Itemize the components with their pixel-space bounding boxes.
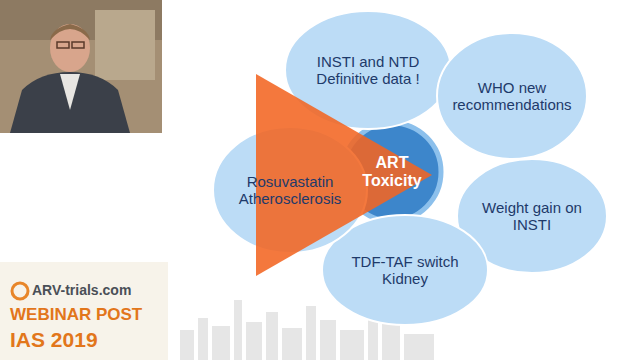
petal: Rosuvastatin Atherosclerosis (212, 126, 368, 254)
text-wrap: Weight gain on INSTI (482, 199, 582, 234)
node-label: Weight gain on INSTI (482, 199, 582, 234)
webinar-title: WEBINAR POST (10, 305, 142, 325)
conference-name: IAS 2019 (10, 328, 98, 352)
node-label: ART Toxicity (350, 154, 434, 191)
logo-icon (12, 283, 28, 299)
petal: INSTI and NTD Definitive data ! (284, 10, 452, 130)
text-wrap: Rosuvastatin Atherosclerosis (237, 173, 343, 208)
text-wrap: ART Toxicity (350, 154, 434, 191)
logo-panel (0, 262, 168, 360)
logo-text: ARV-trials.com (32, 282, 131, 298)
text-wrap: TDF-TAF switch Kidney (343, 253, 467, 288)
node-label: TDF-TAF switch Kidney (343, 253, 467, 288)
node-label: WHO new recommendations (451, 79, 573, 114)
text-wrap: WHO new recommendations (451, 79, 573, 114)
petal: WHO new recommendations (436, 32, 588, 160)
text-wrap: INSTI and NTD Definitive data ! (306, 53, 430, 88)
speaker-photo (0, 0, 162, 133)
node-label: INSTI and NTD Definitive data ! (306, 53, 430, 88)
node-label: Rosuvastatin Atherosclerosis (237, 173, 343, 208)
